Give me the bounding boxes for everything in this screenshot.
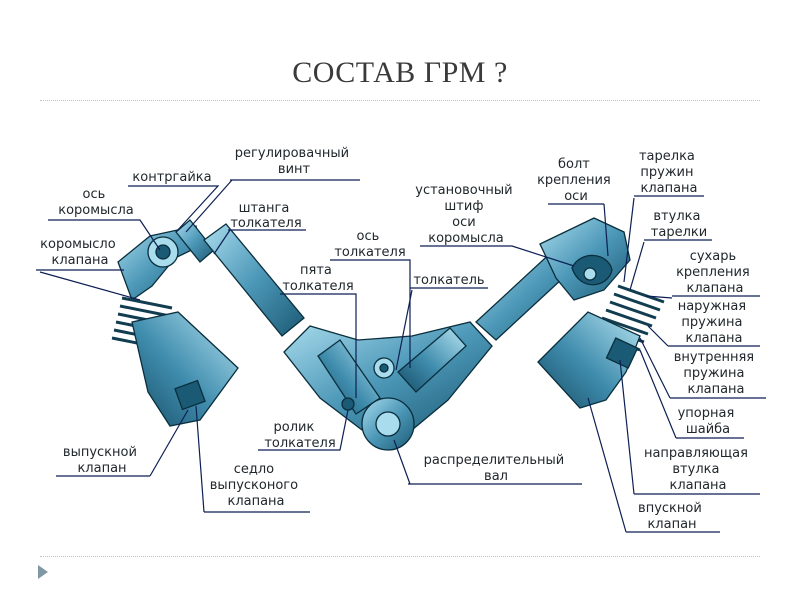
- label-push-rod-line1: штанга: [239, 201, 290, 216]
- label-spring-plate-line2: пружин: [640, 165, 693, 180]
- label-axle-bolt-line2: крепления: [537, 173, 611, 188]
- label-valve-cotter-line3: клапана: [686, 281, 743, 296]
- label-exhaust-valve-line1: выпускной: [63, 445, 137, 460]
- label-spring-plate-line3: клапана: [640, 181, 697, 196]
- label-outer-spring-line2: пружина: [681, 315, 742, 330]
- label-intake-valve-line1: впускной: [638, 501, 702, 516]
- label-tappet-roller: ролик толкателя: [264, 420, 335, 451]
- label-camshaft-line1: распределительный: [424, 453, 565, 468]
- label-plate-sleeve: втулка тарелки: [651, 209, 707, 240]
- label-rocker-axle-line2: коромысла: [58, 203, 134, 218]
- label-valve-guide: направляющая втулка клапана: [644, 446, 752, 493]
- label-locating-pin-line4: коромысла: [428, 231, 504, 246]
- label-tappet: толкатель: [413, 273, 484, 288]
- label-axle-bolt: болт крепления оси: [537, 157, 615, 204]
- label-regulating-screw-line1: регулировачный: [235, 146, 349, 161]
- label-tappet-heel: пята толкателя: [282, 263, 353, 294]
- label-kontrgaika: контргайка: [132, 170, 211, 185]
- label-tappet-roller-line1: ролик: [274, 420, 315, 435]
- label-exhaust-valve-line2: клапан: [77, 461, 126, 476]
- label-regulating-screw: регулировачный винт: [235, 146, 353, 177]
- label-outer-spring: наружная пружина клапана: [678, 299, 751, 346]
- label-tappet-roller-line2: толкателя: [264, 436, 335, 451]
- label-valve-guide-line2: втулка: [672, 462, 719, 477]
- label-outer-spring-line3: клапана: [685, 331, 742, 346]
- label-plate-sleeve-line2: тарелки: [651, 225, 707, 240]
- bullet-arrow-icon: [38, 565, 48, 579]
- label-valve-guide-line1: направляющая: [644, 446, 748, 461]
- label-push-rod-line2: толкателя: [230, 216, 301, 231]
- label-valve-cotter-line2: крепления: [676, 265, 750, 280]
- label-outer-spring-line1: наружная: [678, 299, 746, 314]
- label-exhaust-valve: выпускной клапан: [63, 445, 141, 476]
- label-intake-valve-line2: клапан: [647, 517, 696, 532]
- bottom-divider: [40, 556, 760, 557]
- label-locating-pin-line3: оси: [452, 215, 476, 230]
- label-camshaft: распределительный вал: [424, 453, 569, 484]
- label-valve-guide-line3: клапана: [669, 478, 726, 493]
- slide-title: СОСТАВ ГРМ ?: [292, 56, 508, 89]
- label-locating-pin-line2: штиф: [444, 199, 483, 214]
- label-tappet-axle: ось толкателя: [334, 229, 405, 260]
- label-locating-pin-line1: установочный: [415, 183, 512, 198]
- label-axle-bolt-line1: болт: [558, 157, 590, 172]
- label-exhaust-valve-seat: седло выпусконого клапана: [210, 462, 302, 509]
- label-kontrgaika-line: контргайка: [132, 170, 211, 185]
- label-rocker-axle-line1: ось: [83, 187, 106, 202]
- label-valve-rocker-line1: коромысло: [40, 237, 116, 252]
- label-locating-pin: установочный штиф оси коромысла: [415, 183, 516, 246]
- label-thrust-washer: упорная шайба: [678, 406, 739, 437]
- label-plate-sleeve-line1: втулка: [653, 209, 700, 224]
- label-regulating-screw-line2: винт: [278, 162, 311, 177]
- label-spring-plate-line1: тарелка: [639, 149, 695, 164]
- label-camshaft-line2: вал: [484, 469, 508, 484]
- label-inner-spring-line1: внутренняя: [674, 350, 754, 365]
- label-tappet-axle-line2: толкателя: [334, 245, 405, 260]
- label-valve-cotter-line1: сухарь: [690, 249, 736, 264]
- label-exhaust-valve-seat-line2: выпусконого: [210, 478, 298, 493]
- label-tappet-line: толкатель: [413, 273, 484, 288]
- label-axle-bolt-line3: оси: [564, 189, 588, 204]
- label-valve-rocker-line2: клапана: [51, 253, 108, 268]
- label-tappet-axle-line1: ось: [357, 229, 380, 244]
- label-valve-cotter: сухарь крепления клапана: [676, 249, 754, 296]
- label-thrust-washer-line1: упорная: [678, 406, 735, 421]
- label-tappet-heel-line1: пята: [300, 263, 332, 278]
- label-intake-valve: впускной клапан: [638, 501, 706, 532]
- leader-lines: [36, 179, 766, 533]
- label-rocker-axle: ось коромысла: [58, 187, 134, 218]
- camshaft-assembly: [283, 321, 493, 451]
- label-exhaust-valve-seat-line3: клапана: [227, 494, 284, 509]
- label-valve-rocker: коромысло клапана: [40, 237, 120, 268]
- label-exhaust-valve-seat-line1: седло: [234, 462, 274, 477]
- top-divider: [40, 100, 760, 101]
- label-spring-plate: тарелка пружин клапана: [639, 149, 699, 196]
- label-inner-spring-line2: пружина: [683, 366, 744, 381]
- label-inner-spring-line3: клапана: [687, 382, 744, 397]
- label-push-rod: штанга толкателя: [230, 201, 301, 231]
- left-valve-assembly: [111, 219, 305, 427]
- label-thrust-washer-line2: шайба: [686, 422, 730, 437]
- label-inner-spring: внутренняя пружина клапана: [674, 350, 758, 397]
- label-tappet-heel-line2: толкателя: [282, 279, 353, 294]
- right-valve-assembly: [475, 217, 665, 409]
